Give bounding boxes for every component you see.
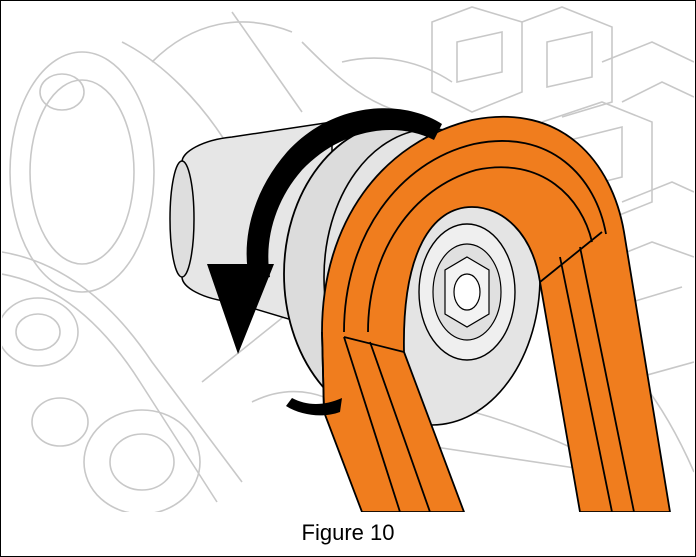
figure-caption: Figure 10 bbox=[301, 520, 395, 545]
pulley-belt-drawing bbox=[2, 6, 694, 512]
rotation-arrow-icon bbox=[207, 108, 442, 416]
drive-belt bbox=[321, 115, 671, 512]
engine-background-lines bbox=[2, 6, 694, 512]
figure-illustration bbox=[2, 2, 694, 512]
